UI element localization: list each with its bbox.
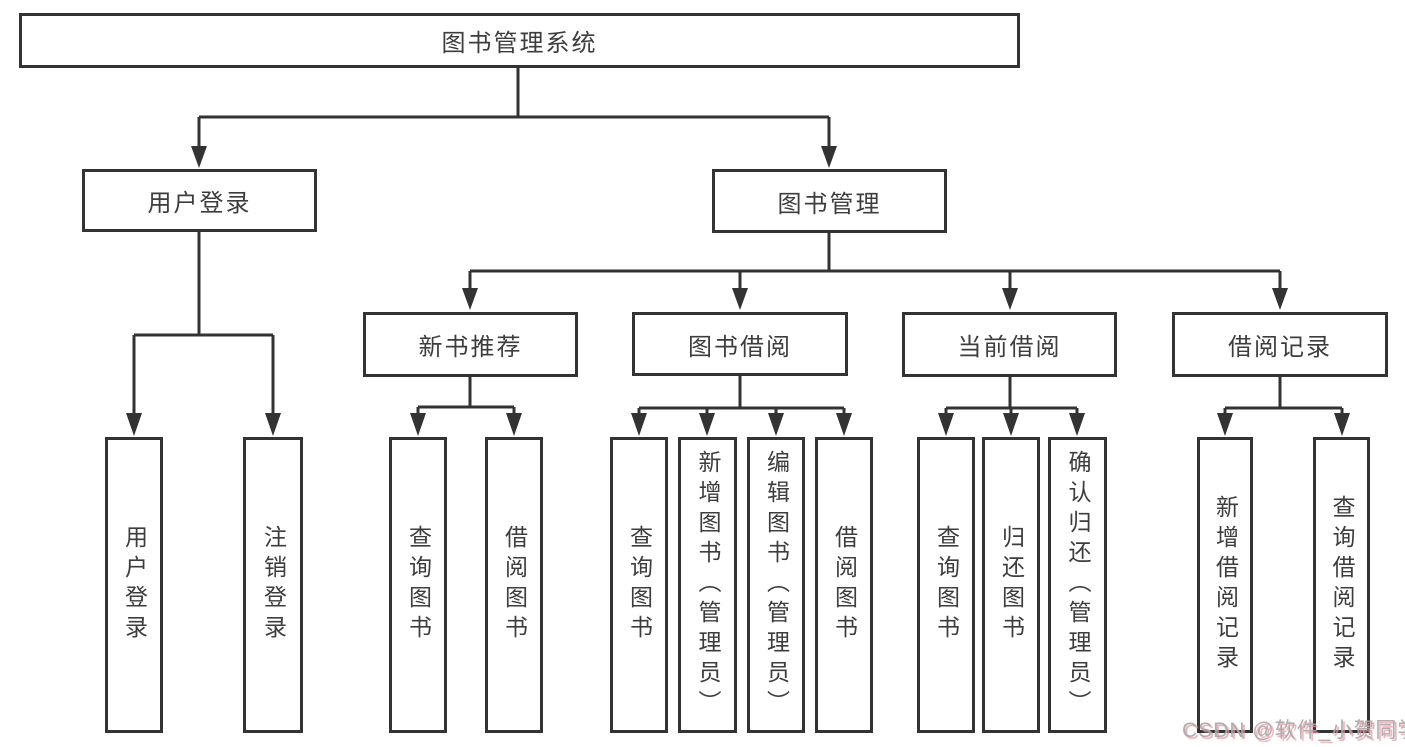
node-label: 归还图书 [998, 525, 1025, 645]
node-label: 用户登录 [121, 525, 148, 645]
arrowhead [1002, 288, 1018, 310]
node-leaf-confirm-return-admin: 确认归还（管理员） [1048, 437, 1107, 733]
node-label: 新书推荐 [418, 334, 523, 361]
node-label: 查询图书 [933, 525, 960, 645]
arrowhead [821, 146, 837, 168]
arrowhead [410, 413, 426, 436]
arrowhead [191, 146, 207, 168]
node-leaf-add-borrow-record: 新增借阅记录 [1197, 437, 1253, 733]
node-borrowing-records: 借阅记录 [1172, 312, 1388, 377]
node-label: 借阅图书 [501, 525, 528, 645]
node-label: 新增图书（管理员） [695, 450, 721, 720]
connector-root-to-level2 [191, 68, 837, 168]
node-leaf-query-books-borrowing: 查询图书 [610, 437, 668, 733]
node-label: 图书借阅 [688, 333, 792, 361]
arrowhead [732, 288, 748, 310]
arrowhead [1334, 413, 1350, 436]
node-leaf-add-books-admin: 新增图书（管理员） [678, 437, 737, 733]
node-leaf-edit-books-admin: 编辑图书（管理员） [747, 437, 805, 733]
arrowhead [836, 413, 852, 436]
node-root-library-management-system: 图书管理系统 [19, 13, 1020, 68]
node-label: 查询图书 [626, 525, 653, 645]
arrowhead [1069, 413, 1085, 436]
node-leaf-query-books-recommend: 查询图书 [389, 437, 447, 733]
node-label: 注销登录 [260, 525, 287, 645]
node-label: 查询借阅记录 [1329, 495, 1355, 675]
node-label: 借阅图书 [831, 525, 858, 645]
arrowhead [506, 413, 522, 436]
arrowhead [462, 288, 478, 310]
arrowhead [126, 413, 142, 436]
arrowhead [699, 413, 715, 436]
node-label: 借阅记录 [1228, 334, 1332, 361]
connector-user-login-to-leaves [126, 232, 281, 436]
node-book-management: 图书管理 [712, 169, 947, 233]
connector-current-borrowing-to-leaves [938, 377, 1085, 436]
node-label: 编辑图书（管理员） [763, 450, 790, 720]
arrowhead [1217, 413, 1233, 436]
connector-book-borrowing-to-leaves [631, 376, 852, 436]
arrowhead [768, 413, 784, 436]
node-leaf-return-books: 归还图书 [982, 437, 1040, 733]
node-leaf-user-login: 用户登录 [105, 437, 163, 733]
node-leaf-query-borrow-record: 查询借阅记录 [1313, 437, 1370, 733]
connector-book-management-to-level3 [462, 233, 1288, 310]
node-leaf-borrow-books: 借阅图书 [815, 437, 873, 733]
csdn-watermark: CSDN @软件_小贺同学 [1182, 719, 1405, 742]
arrowhead [1003, 413, 1019, 436]
node-label: 用户登录 [147, 190, 252, 217]
node-label: 当前借阅 [957, 334, 1062, 361]
node-label: 确认归还（管理员） [1065, 450, 1091, 720]
arrowhead [265, 413, 281, 436]
node-new-book-recommend: 新书推荐 [363, 312, 578, 377]
arrowhead [631, 413, 647, 436]
arrowhead [938, 413, 954, 436]
connector-new-book-recommend-to-leaves [410, 377, 522, 436]
node-label: 图书管理 [777, 190, 882, 218]
connector-borrowing-records-to-leaves [1217, 377, 1350, 436]
node-label: 查询图书 [405, 525, 432, 645]
node-current-borrowing: 当前借阅 [902, 312, 1117, 377]
node-user-login: 用户登录 [82, 169, 317, 232]
node-label: 新增借阅记录 [1212, 495, 1239, 675]
node-leaf-logout: 注销登录 [243, 437, 303, 733]
node-book-borrowing: 图书借阅 [632, 312, 848, 376]
node-leaf-borrow-books-recommend: 借阅图书 [485, 437, 543, 733]
node-leaf-query-books-current: 查询图书 [917, 437, 975, 733]
node-label: 图书管理系统 [441, 30, 598, 57]
arrowhead [1272, 288, 1288, 310]
